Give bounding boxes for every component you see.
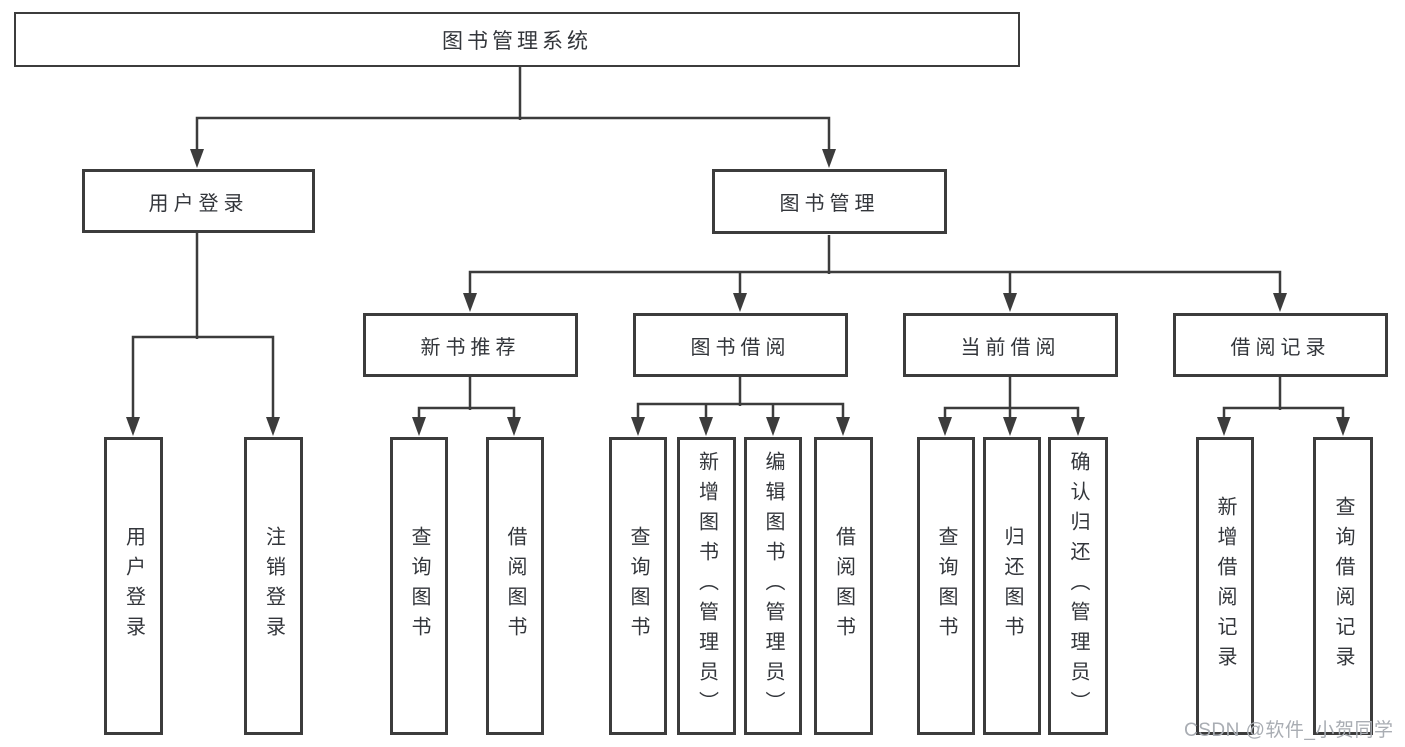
leaf-label: 新增图书（管理员） — [695, 451, 718, 721]
arrowhead-down-icon — [631, 417, 645, 436]
connector-book-mgmt-to-level3 — [463, 235, 1287, 312]
node-leaf-nb-borrow-books: 借阅图书 — [486, 437, 544, 735]
leaf-label: 查询图书 — [627, 526, 649, 646]
connector-borrowing-children — [631, 377, 850, 436]
connector-new-books-children — [412, 377, 521, 436]
leaf-label: 编辑图书（管理员） — [762, 451, 784, 721]
arrowhead-down-icon — [1336, 417, 1350, 436]
arrowhead-down-icon — [412, 417, 426, 436]
node-leaf-cb-confirm-return: 确认归还（管理员） — [1048, 437, 1108, 735]
arrowhead-down-icon — [1071, 417, 1085, 436]
arrowhead-down-icon — [190, 149, 204, 168]
leaf-label: 归还图书 — [1001, 526, 1023, 646]
arrowhead-down-icon — [836, 417, 850, 436]
leaf-label: 新增借阅记录 — [1214, 496, 1236, 676]
node-current-borrowing: 当前借阅 — [903, 313, 1118, 377]
arrowhead-down-icon — [507, 417, 521, 436]
node-leaf-bb-borrow-books: 借阅图书 — [814, 437, 873, 735]
leaf-label: 借阅图书 — [504, 526, 526, 646]
node-book-borrowing: 图书借阅 — [633, 313, 848, 377]
arrowhead-down-icon — [766, 417, 780, 436]
leaf-label: 确认归还（管理员） — [1067, 451, 1089, 721]
arrowhead-down-icon — [1003, 417, 1017, 436]
connector-user-login-children — [126, 233, 280, 436]
arrowhead-down-icon — [463, 293, 477, 312]
node-leaf-logout: 注销登录 — [244, 437, 303, 735]
arrowhead-down-icon — [699, 417, 713, 436]
node-root: 图书管理系统 — [14, 12, 1020, 67]
node-leaf-br-query-record: 查询借阅记录 — [1313, 437, 1373, 735]
node-leaf-bb-add-books: 新增图书（管理员） — [677, 437, 736, 735]
node-new-book-recommend: 新书推荐 — [363, 313, 578, 377]
connector-current-children — [938, 377, 1085, 436]
node-leaf-bb-query-books: 查询图书 — [609, 437, 667, 735]
node-leaf-br-add-record: 新增借阅记录 — [1196, 437, 1254, 735]
node-leaf-nb-query-books: 查询图书 — [390, 437, 448, 735]
arrowhead-down-icon — [266, 417, 280, 436]
leaf-label: 用户登录 — [122, 526, 145, 646]
leaf-label: 查询借阅记录 — [1332, 496, 1354, 676]
node-leaf-cb-query-books: 查询图书 — [917, 437, 975, 735]
arrowhead-down-icon — [733, 293, 747, 312]
arrowhead-down-icon — [938, 417, 952, 436]
arrowhead-down-icon — [1003, 293, 1017, 312]
leaf-label: 查询图书 — [935, 526, 957, 646]
node-user-login: 用户登录 — [82, 169, 315, 233]
connector-records-children — [1217, 377, 1350, 436]
connector-root-to-level2 — [190, 67, 836, 168]
arrowhead-down-icon — [1217, 417, 1231, 436]
leaf-label: 注销登录 — [262, 526, 285, 646]
leaf-label: 查询图书 — [408, 526, 430, 646]
node-leaf-bb-edit-books: 编辑图书（管理员） — [744, 437, 802, 735]
csdn-watermark: CSDN @软件_小贺同学 — [1184, 720, 1394, 741]
arrowhead-down-icon — [1273, 293, 1287, 312]
node-leaf-cb-return-books: 归还图书 — [983, 437, 1041, 735]
node-leaf-user-login: 用户登录 — [104, 437, 163, 735]
leaf-label: 借阅图书 — [832, 526, 855, 646]
arrowhead-down-icon — [126, 417, 140, 436]
node-borrowing-records: 借阅记录 — [1173, 313, 1388, 377]
arrowhead-down-icon — [822, 149, 836, 168]
node-book-management: 图书管理 — [712, 169, 947, 234]
